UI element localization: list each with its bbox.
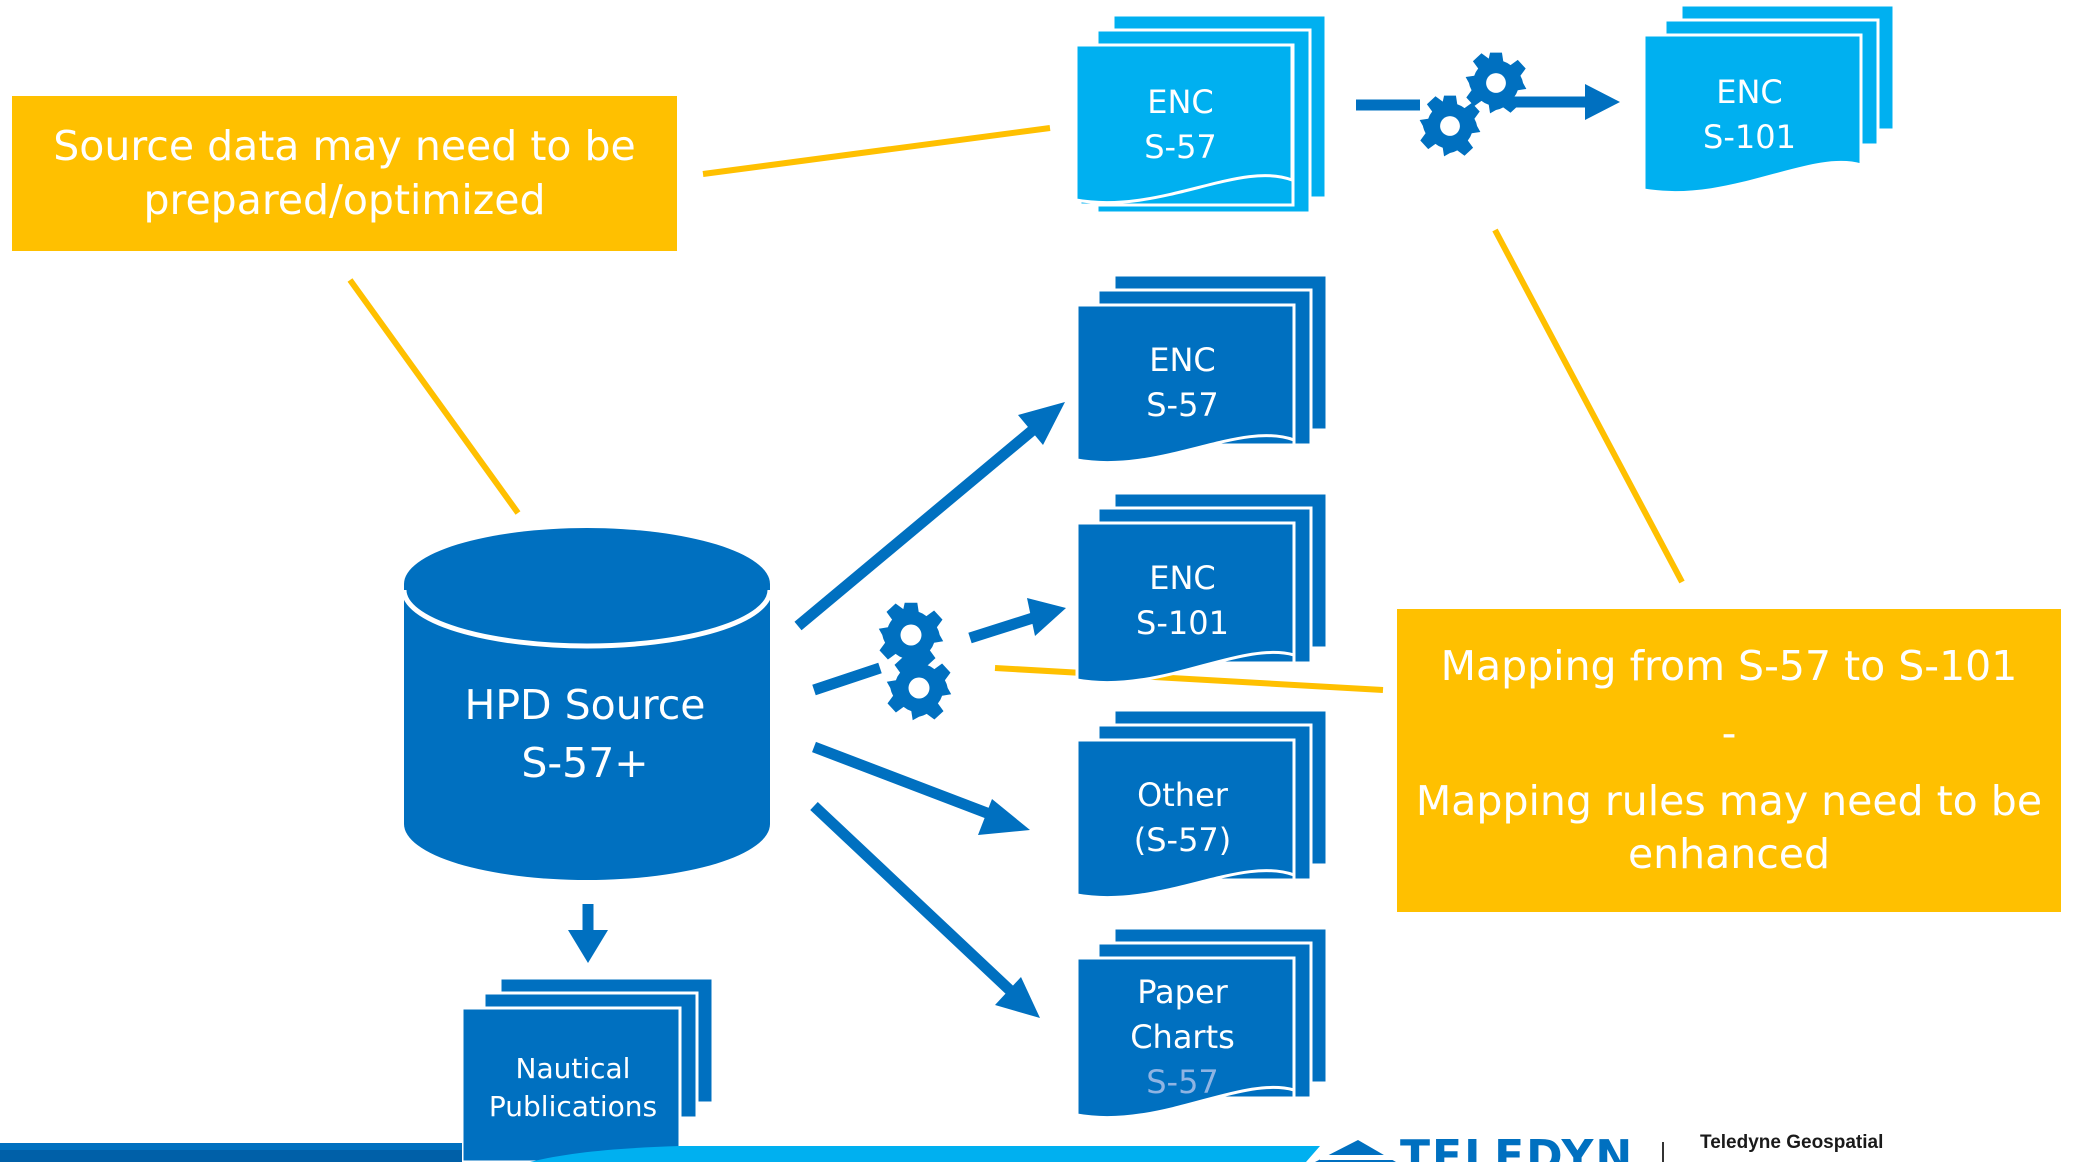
callout-source-preparation: Source data may need to be prepared/opti… <box>12 96 677 251</box>
arrow-to-enc-s101 <box>968 611 1038 644</box>
gear-icon <box>1419 52 1527 157</box>
doc-label-line: ENC <box>1149 559 1216 597</box>
connector-mapping-to-top-arrow <box>1492 228 1685 584</box>
doc-label-line: Other <box>1137 776 1228 814</box>
teledyne-logo: TELEDYNE <box>1300 1135 1630 1162</box>
doc-label-line: ENC <box>1147 83 1214 121</box>
arrow-icon <box>1018 402 1065 445</box>
doc-label-top-enc-s101: ENC S-101 <box>1647 70 1852 160</box>
database-label-line2: S-57+ <box>521 739 649 787</box>
doc-label-line-faded: S-57 <box>1146 1063 1219 1101</box>
doc-label-line: ENC <box>1716 73 1783 111</box>
arrow-to-other <box>812 741 1002 824</box>
doc-label-enc-s101: ENC S-101 <box>1080 556 1285 646</box>
arrow-to-gears <box>812 662 882 696</box>
document-stack-icon <box>460 976 715 1164</box>
doc-label-other: Other (S-57) <box>1080 773 1285 863</box>
teledyne-logo-mark <box>1315 1140 1664 1162</box>
doc-label-line: S-101 <box>1136 604 1229 642</box>
flow-arrows <box>568 84 1620 1018</box>
arrow-icon <box>568 930 608 963</box>
database-label: HPD Source S-57+ <box>400 676 770 792</box>
callout-connectors <box>347 125 1685 693</box>
doc-label-line: (S-57) <box>1133 821 1232 859</box>
doc-label-line: S-57 <box>1144 128 1217 166</box>
connector-mapping-to-enc-s101 <box>994 665 1384 693</box>
doc-label-paper-charts: Paper Charts S-57 <box>1080 970 1285 1105</box>
arrow-icon <box>1585 84 1620 120</box>
doc-label-enc-s57: ENC S-57 <box>1080 338 1285 428</box>
doc-label-nautical-publications: Nautical Publications <box>466 1050 680 1126</box>
document-stack-icon <box>1075 926 1329 1120</box>
arrow-icon <box>995 977 1040 1018</box>
doc-label-line: S-101 <box>1703 118 1796 156</box>
footer-band <box>0 1143 1320 1162</box>
document-stack-icon <box>1074 13 1328 215</box>
gear-icon <box>878 602 952 721</box>
teledyne-logo-text: TELEDYNE <box>1400 1135 1630 1162</box>
callout-source-text: Source data may need to be prepared/opti… <box>53 122 636 224</box>
doc-label-line: Paper <box>1137 973 1228 1011</box>
footer-brand-name: Teledyne Geospatial <box>1700 1132 1884 1153</box>
database-icon <box>401 528 773 880</box>
doc-label-line: Charts <box>1130 1018 1235 1056</box>
arrow-icon <box>978 799 1030 835</box>
document-stack-icon <box>1075 491 1329 685</box>
database-label-line1: HPD Source <box>464 681 706 729</box>
callout-mapping: Mapping from S-57 to S-101 - Mapping rul… <box>1397 609 2061 912</box>
connector-source-to-top-enc <box>702 125 1051 177</box>
doc-label-top-enc-s57: ENC S-57 <box>1078 80 1283 170</box>
doc-label-line: Publications <box>488 1090 658 1123</box>
doc-label-line: Nautical <box>515 1052 631 1085</box>
doc-label-line: ENC <box>1149 341 1216 379</box>
arrow-to-enc-s57 <box>794 419 1044 631</box>
doc-label-line: S-57 <box>1146 386 1219 424</box>
callout-mapping-title: Mapping from S-57 to S-101 <box>1440 641 2018 690</box>
connector-source-to-database <box>347 278 521 515</box>
arrow-icon <box>1027 598 1066 636</box>
document-stack-icon <box>1642 3 1896 195</box>
callout-mapping-separator: - <box>1721 709 1737 758</box>
callout-mapping-note: Mapping rules may need to be enhanced <box>1415 776 2043 878</box>
document-stack-icon <box>1075 708 1329 900</box>
document-stack-icon <box>1075 273 1329 465</box>
arrow-to-paper-charts <box>810 801 1020 1001</box>
